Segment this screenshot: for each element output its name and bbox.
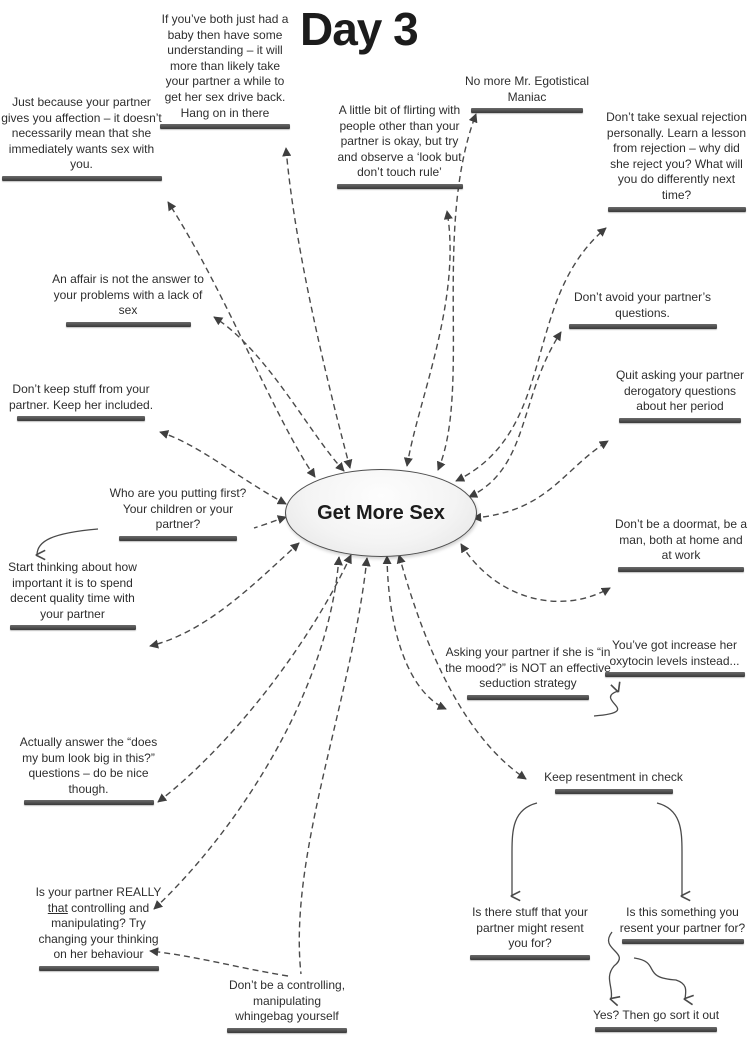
node-text: Don’t take sexual rejection personally. … bbox=[606, 110, 747, 202]
underline-bar bbox=[471, 108, 583, 114]
node-text: An affair is not the answer to your prob… bbox=[52, 272, 204, 318]
center-topic-label: Get More Sex bbox=[317, 501, 445, 524]
node-no-more: No more Mr. Egotistical Maniac bbox=[462, 74, 592, 114]
node-quit-asking: Quit asking your partner derogatory ques… bbox=[612, 368, 748, 423]
node-text: Quit asking your partner derogatory ques… bbox=[615, 368, 745, 414]
underline-bar bbox=[9, 625, 136, 631]
node-text: Asking your partner if she is “in the mo… bbox=[445, 645, 611, 691]
node-text: Don’t avoid your partner’s questions. bbox=[574, 290, 711, 320]
node-dont-be-controlling: Don’t be a controlling, manipulating whi… bbox=[224, 978, 350, 1033]
node-flirting: A little bit of flirting with people oth… bbox=[333, 103, 466, 189]
underline-bar bbox=[336, 183, 463, 189]
node-yes-sort: Yes? Then go sort it out bbox=[588, 1008, 724, 1032]
center-topic-ellipse: Get More Sex bbox=[285, 469, 477, 557]
underline-bar bbox=[568, 324, 717, 330]
page-title: Day 3 bbox=[300, 3, 419, 55]
node-start-thinking: Start thinking about how important it is… bbox=[2, 560, 143, 631]
node-dont-avoid: Don’t avoid your partner’s questions. bbox=[565, 290, 720, 330]
underline-bar bbox=[38, 965, 159, 971]
underline-bar bbox=[621, 939, 744, 945]
node-baby: If you’ve both just had a baby then have… bbox=[157, 12, 293, 130]
underline-bar bbox=[595, 1026, 717, 1032]
underline-bar bbox=[1, 175, 162, 181]
node-partner-really: Is your partner REALLY that controlling … bbox=[33, 885, 164, 971]
node-text: Who are you putting first? Your children… bbox=[109, 486, 247, 532]
node-text: Is your partner REALLY that controlling … bbox=[33, 885, 164, 963]
node-dont-keep: Don’t keep stuff from your partner. Keep… bbox=[8, 382, 154, 422]
underline-bar bbox=[604, 672, 745, 678]
node-text: A little bit of flirting with people oth… bbox=[337, 103, 462, 180]
node-affair: An affair is not the answer to your prob… bbox=[52, 272, 204, 327]
node-bum-look: Actually answer the “does my bum look bi… bbox=[18, 735, 159, 806]
underline-bar bbox=[618, 566, 744, 572]
node-is-this-something: Is this something you resent your partne… bbox=[614, 905, 751, 945]
node-text: Yes? Then go sort it out bbox=[592, 1008, 720, 1022]
node-keep-resentment: Keep resentment in check bbox=[533, 770, 694, 794]
node-text: Don’t be a doormat, be a man, both at ho… bbox=[614, 517, 748, 563]
node-text: Start thinking about how important it is… bbox=[8, 560, 137, 621]
node-text: Keep resentment in check bbox=[544, 770, 683, 784]
node-text: You’ve got increase her oxytocin levels … bbox=[609, 638, 740, 668]
underline-bar bbox=[227, 1027, 347, 1033]
underline-bar bbox=[467, 694, 589, 700]
node-text: Is this something you resent your partne… bbox=[619, 905, 746, 935]
node-is-there-stuff: Is there stuff that your partner might r… bbox=[467, 905, 593, 960]
underline-bar bbox=[23, 800, 154, 806]
node-text: No more Mr. Egotistical Maniac bbox=[464, 74, 590, 104]
underline-bar bbox=[619, 417, 741, 423]
node-text-part: controlling and manipulating? Try changi… bbox=[38, 900, 159, 962]
node-text: Don’t be a controlling, manipulating whi… bbox=[228, 978, 346, 1024]
node-who-first: Who are you putting first? Your children… bbox=[100, 486, 256, 541]
node-text-underlined: that bbox=[47, 900, 68, 915]
node-text: If you’ve both just had a baby then have… bbox=[161, 12, 289, 120]
node-doormat: Don’t be a doormat, be a man, both at ho… bbox=[613, 517, 749, 572]
node-text-part: Is your partner REALLY bbox=[35, 885, 162, 899]
node-text: Don’t keep stuff from your partner. Keep… bbox=[8, 382, 154, 412]
node-just-because: Just because your partner gives you affe… bbox=[0, 95, 163, 181]
underline-bar bbox=[119, 535, 237, 541]
node-oxytocin: You’ve got increase her oxytocin levels … bbox=[600, 638, 749, 678]
underline-bar bbox=[17, 416, 145, 422]
underline-bar bbox=[65, 321, 191, 327]
node-asking-mood: Asking your partner if she is “in the mo… bbox=[445, 645, 611, 700]
node-text: Actually answer the “does my bum look bi… bbox=[19, 735, 158, 796]
node-text: Just because your partner gives you affe… bbox=[1, 95, 162, 172]
underline-bar bbox=[470, 954, 590, 960]
underline-bar bbox=[160, 124, 290, 130]
underline-bar bbox=[554, 788, 673, 794]
node-rejection: Don’t take sexual rejection personally. … bbox=[602, 110, 751, 212]
underline-bar bbox=[607, 206, 746, 212]
node-text: Is there stuff that your partner might r… bbox=[472, 905, 588, 951]
